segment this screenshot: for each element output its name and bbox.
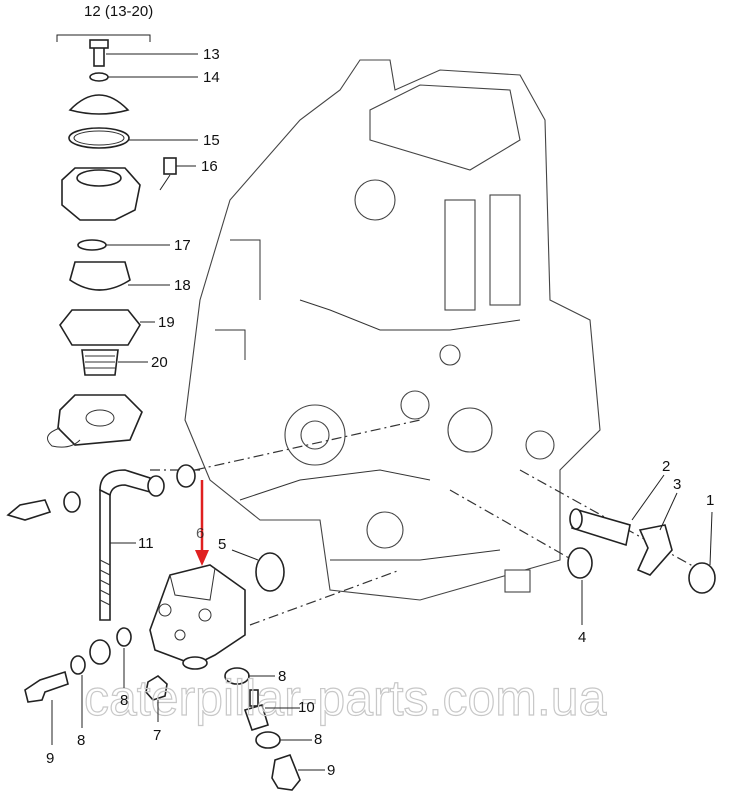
callout-10: 10 xyxy=(298,699,315,716)
callout-9: 9 xyxy=(46,750,54,767)
breather-assembly xyxy=(47,39,177,448)
group-label: 12 (13-20) xyxy=(84,3,153,20)
callout-14: 14 xyxy=(203,69,220,86)
callout-8: 8 xyxy=(314,731,322,748)
callout-8: 8 xyxy=(278,668,286,685)
callout-16: 16 xyxy=(201,158,218,175)
highlight-arrow xyxy=(195,480,209,566)
callout-11: 11 xyxy=(138,535,154,552)
callout-labels: 12 (13-20) 13 14 15 16 17 18 19 20 11 6 … xyxy=(46,3,714,779)
washer xyxy=(116,627,132,647)
seal-ring xyxy=(176,464,196,488)
oil-pump-housing xyxy=(149,564,246,670)
callout-8: 8 xyxy=(120,692,128,709)
o-ring xyxy=(255,552,285,592)
callout-6: 6 xyxy=(196,525,204,542)
leader-lines xyxy=(51,53,713,771)
assembly-axis-line xyxy=(194,419,421,471)
fasteners xyxy=(24,655,301,791)
engine-block xyxy=(184,59,601,601)
callout-18: 18 xyxy=(174,277,191,294)
hose-fitting xyxy=(6,499,52,521)
callout-3: 3 xyxy=(673,476,681,493)
callout-4: 4 xyxy=(578,629,586,646)
callout-8: 8 xyxy=(77,732,85,749)
watermark: caterpillar-parts.com.ua xyxy=(84,670,607,726)
callout-7: 7 xyxy=(153,727,161,744)
shaft-parts xyxy=(567,508,716,594)
breather-hose xyxy=(89,469,165,665)
callout-13: 13 xyxy=(203,46,220,63)
callout-20: 20 xyxy=(151,354,168,371)
callout-5: 5 xyxy=(218,536,226,553)
callout-9: 9 xyxy=(327,762,335,779)
callout-19: 19 xyxy=(158,314,175,331)
callout-1: 1 xyxy=(706,492,714,509)
group-bracket xyxy=(56,34,151,42)
callout-2: 2 xyxy=(662,458,670,475)
callout-17: 17 xyxy=(174,237,191,254)
seal-ring xyxy=(63,491,81,513)
callout-15: 15 xyxy=(203,132,220,149)
